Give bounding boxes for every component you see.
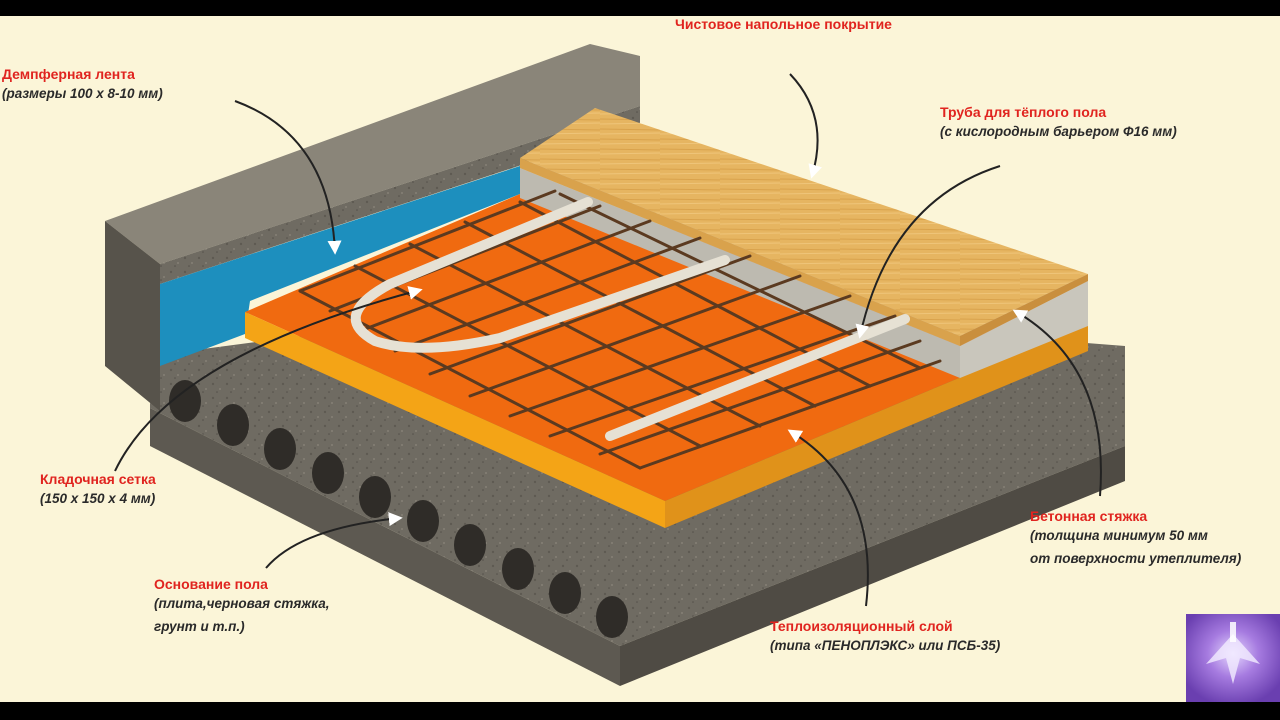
leader-arrows <box>114 73 1102 607</box>
label-finish-floor-title: Чистовое напольное покрытие <box>675 16 892 32</box>
label-pipe-desc: (с кислородным барьером Ф16 мм) <box>940 124 1177 139</box>
label-screed-title: Бетонная стяжка <box>1030 508 1148 524</box>
pipe-arrow <box>855 165 1001 339</box>
label-base-desc: (плита,черновая стяжка, грунт и т.п.) <box>154 596 330 634</box>
mesh-arrow <box>114 286 423 472</box>
slab-hollow-cores <box>169 380 628 638</box>
insulation-layer <box>245 194 1088 528</box>
label-insulation: Теплоизоляционный слой (типа «ПЕНОПЛЭКС»… <box>770 618 1000 657</box>
winged-figure-logo-icon <box>1186 614 1280 702</box>
screed-arrow <box>1012 309 1102 497</box>
damper-tape-arrow <box>234 100 342 255</box>
concrete-wall <box>105 44 640 411</box>
label-damper-tape-desc: (размеры 100 х 8-10 мм) <box>2 86 163 101</box>
label-screed-desc: (толщина минимум 50 мм от поверхности ут… <box>1030 528 1242 566</box>
label-insulation-title: Теплоизоляционный слой <box>770 618 953 634</box>
label-base-title: Основание пола <box>154 576 268 592</box>
label-finish-floor: Чистовое напольное покрытие <box>675 16 892 32</box>
damper-tape <box>160 166 520 366</box>
label-insulation-desc: (типа «ПЕНОПЛЭКС» или ПСБ-35) <box>770 638 1001 653</box>
label-pipe: Труба для тёплого пола (с кислородным ба… <box>940 104 1177 143</box>
label-mesh-desc: (150 х 150 х 4 мм) <box>40 491 156 506</box>
floor-cross-section <box>105 44 1125 686</box>
base-arrow <box>265 512 403 569</box>
insulation-arrow <box>787 429 869 607</box>
label-mesh: Кладочная сетка (150 х 150 х 4 мм) <box>40 471 156 510</box>
label-mesh-title: Кладочная сетка <box>40 471 156 487</box>
finish-floor-arrow <box>789 73 822 179</box>
label-pipe-title: Труба для тёплого пола <box>940 104 1107 120</box>
label-damper-tape: Демпферная лента (размеры 100 х 8-10 мм) <box>2 66 163 105</box>
label-damper-tape-title: Демпферная лента <box>2 66 135 82</box>
label-base: Основание пола (плита,черновая стяжка, г… <box>154 576 330 638</box>
label-screed: Бетонная стяжка (толщина минимум 50 мм о… <box>1030 508 1241 570</box>
diagram-canvas: Чистовое напольное покрытие Демпферная л… <box>0 16 1280 702</box>
